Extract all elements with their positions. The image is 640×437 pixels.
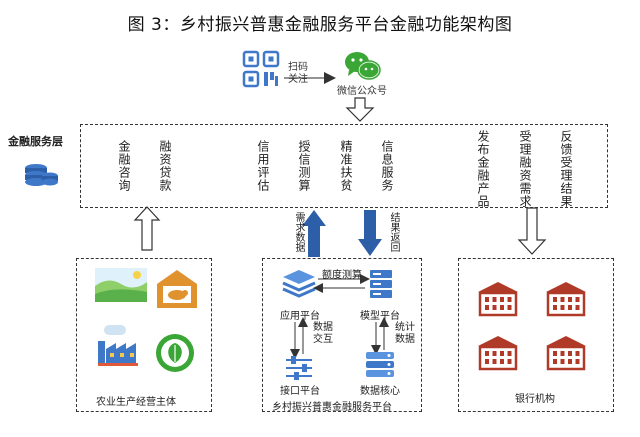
wechat-icon: [345, 52, 381, 80]
page-title: 图 3：乡村振兴普惠金融服务平台金融功能架构图: [127, 15, 513, 35]
right-down-arrow: [517, 207, 547, 255]
service-poverty[interactable]: 精准扶贫: [339, 140, 353, 192]
bank-caption: 银行机构: [515, 394, 555, 405]
app-platform-label: 应用平台: [280, 311, 320, 322]
scan-label: 扫码: [288, 62, 308, 73]
data-up-arrow: [302, 210, 326, 257]
data-core-label: 数据核心: [360, 386, 400, 397]
service-publish[interactable]: 发布金融产品: [476, 130, 490, 208]
bank-building-icon: [478, 336, 518, 371]
service-loan[interactable]: 融资贷款: [158, 140, 172, 192]
platform-caption: 乡村振兴普惠金融服务平台: [272, 402, 392, 413]
result-down-arrow: [358, 210, 382, 256]
qr-code-icon: [242, 50, 280, 88]
organic-badge-icon: [156, 334, 194, 372]
platform-panel: [262, 258, 422, 412]
model-platform-label: 模型平台: [360, 311, 400, 322]
wechat-down-arrow: [345, 97, 375, 122]
left-up-arrow: [133, 206, 161, 251]
service-consult[interactable]: 金融咨询: [117, 140, 131, 192]
server-icon: [370, 270, 392, 298]
service-feedback[interactable]: 反馈受理结果: [559, 130, 573, 208]
up-arrow-label: 需求数据: [293, 212, 304, 252]
service-info[interactable]: 信息服务: [380, 140, 394, 192]
wechat-label: 微信公众号: [337, 86, 387, 97]
bank-building-icon: [478, 282, 518, 317]
bank-panel: [458, 258, 614, 412]
interface-platform-label: 接口平台: [280, 386, 320, 397]
layer-label: 金融服务层: [8, 135, 63, 148]
layers-icon: [282, 270, 316, 298]
coins-icon: [25, 164, 58, 186]
bank-building-icon: [546, 336, 586, 371]
farmland-icon: [95, 268, 147, 302]
service-credit-calc[interactable]: 授信测算: [297, 140, 311, 192]
farm-entity-panel: [76, 258, 212, 412]
bank-building-icon: [546, 282, 586, 317]
stats-data-label: 统计数据: [395, 322, 415, 345]
database-icon: [366, 352, 394, 377]
farm-entity-caption: 农业生产经营主体: [96, 397, 176, 408]
sliders-icon: [286, 356, 312, 380]
credit-calc-label: 额度测算: [322, 270, 362, 281]
service-accept[interactable]: 受理融资需求: [518, 130, 532, 208]
service-credit-eval[interactable]: 信用评估: [256, 140, 270, 192]
data-exchange-label: 数据交互: [313, 322, 333, 345]
factory-icon: [98, 325, 138, 366]
service-layer-box: [80, 124, 608, 208]
livestock-barn-icon: [157, 270, 197, 308]
down-arrow-label: 结果返回: [388, 212, 399, 252]
follow-label: 关注: [288, 74, 308, 85]
